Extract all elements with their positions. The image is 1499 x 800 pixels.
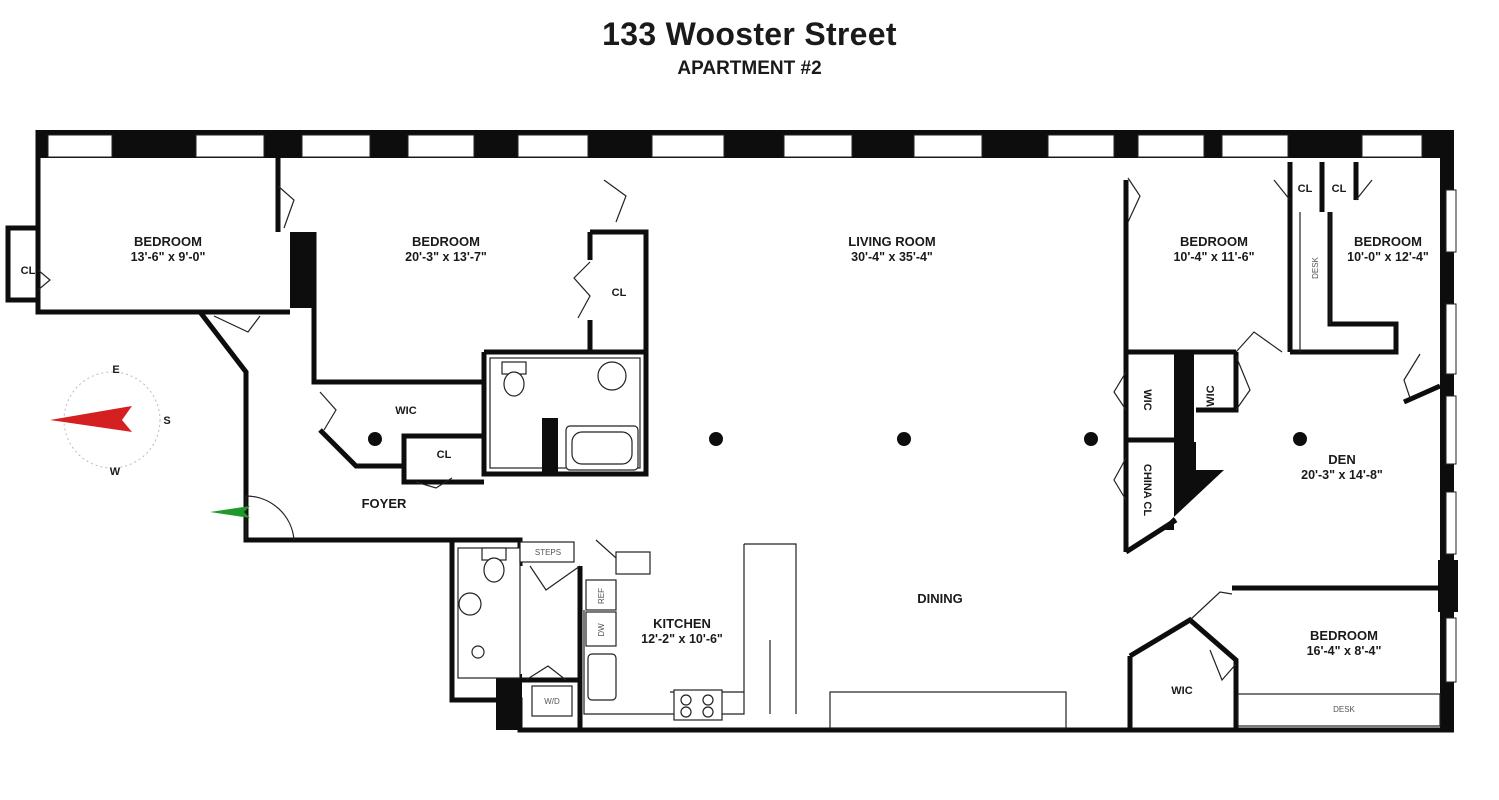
closet-labels: CL CL CL CL CL WIC WIC WIC CHINA CL WIC xyxy=(21,183,1347,697)
bedroom1-dim: 13'-6" x 9'-0" xyxy=(131,250,206,264)
desk-label-bedroom5: DESK xyxy=(1333,705,1355,714)
east-wall xyxy=(1438,130,1458,730)
closet-label-north-1: CL xyxy=(1298,183,1313,195)
compass-west-label: W xyxy=(110,466,121,478)
kitchen-name: KITCHEN xyxy=(653,616,711,631)
fixture-labels: DESK DESK STEPS REF DW W/D xyxy=(535,256,1356,714)
bedroom2-dim: 20'-3" x 13'-7" xyxy=(405,250,487,264)
room-labels: BEDROOM 13'-6" x 9'-0" BEDROOM 20'-3" x … xyxy=(131,234,1429,658)
living-dim: 30'-4" x 35'-4" xyxy=(851,250,933,264)
interior-walls xyxy=(200,150,1442,730)
wic-label-bedroom5: WIC xyxy=(1171,685,1192,697)
closet-label-foyer: CL xyxy=(437,449,452,461)
columns xyxy=(368,432,1307,446)
compass: E S W xyxy=(50,364,171,478)
closet-label-bedroom1: CL xyxy=(21,265,36,277)
foyer-name: FOYER xyxy=(362,496,407,511)
bedroom4-dim: 10'-0" x 12'-4" xyxy=(1347,250,1429,264)
bedroom2-name: BEDROOM xyxy=(412,234,480,249)
kitchen-fixtures xyxy=(519,541,1067,729)
bath-fixtures xyxy=(457,357,641,717)
kitchen-dim: 12'-2" x 10'-6" xyxy=(641,632,723,646)
bedroom5-name: BEDROOM xyxy=(1310,628,1378,643)
wic-label-bedroom3: WIC xyxy=(1141,389,1153,410)
bedroom4-name: BEDROOM xyxy=(1354,234,1422,249)
north-wall xyxy=(36,130,1454,158)
north-windows xyxy=(47,134,1423,158)
den-dim: 20'-3" x 14'-8" xyxy=(1301,468,1383,482)
closet-label-north-2: CL xyxy=(1332,183,1347,195)
compass-needle-icon xyxy=(50,406,132,432)
desk-label-bedroom4: DESK xyxy=(1311,256,1320,278)
steps-label: STEPS xyxy=(535,548,561,557)
dw-label: DW xyxy=(597,623,606,637)
bedroom3-dim: 10'-4" x 11'-6" xyxy=(1173,250,1254,264)
plan-title: 133 Wooster Street xyxy=(602,16,897,52)
outer-walls xyxy=(5,130,1454,733)
compass-east-label: E xyxy=(112,364,119,376)
wic-label-bedroom2: WIC xyxy=(395,405,416,417)
desk-fixtures xyxy=(1237,212,1441,727)
bedroom5-dim: 16'-4" x 8'-4" xyxy=(1307,644,1382,658)
compass-south-label: S xyxy=(163,415,170,427)
ref-label: REF xyxy=(597,588,606,604)
wic-label-den: WIC xyxy=(1205,385,1217,406)
den-name: DEN xyxy=(1328,452,1355,467)
entry-arrow-icon xyxy=(210,506,250,518)
washer-dryer-label: W/D xyxy=(544,697,560,706)
plan-subtitle: APARTMENT #2 xyxy=(677,58,822,79)
bedroom1-name: BEDROOM xyxy=(134,234,202,249)
dining-name: DINING xyxy=(917,591,963,606)
bedroom3-name: BEDROOM xyxy=(1180,234,1248,249)
living-name: LIVING ROOM xyxy=(848,234,935,249)
china-closet-label: CHINA CL xyxy=(1141,464,1153,516)
closet-label-bedroom2: CL xyxy=(612,287,627,299)
